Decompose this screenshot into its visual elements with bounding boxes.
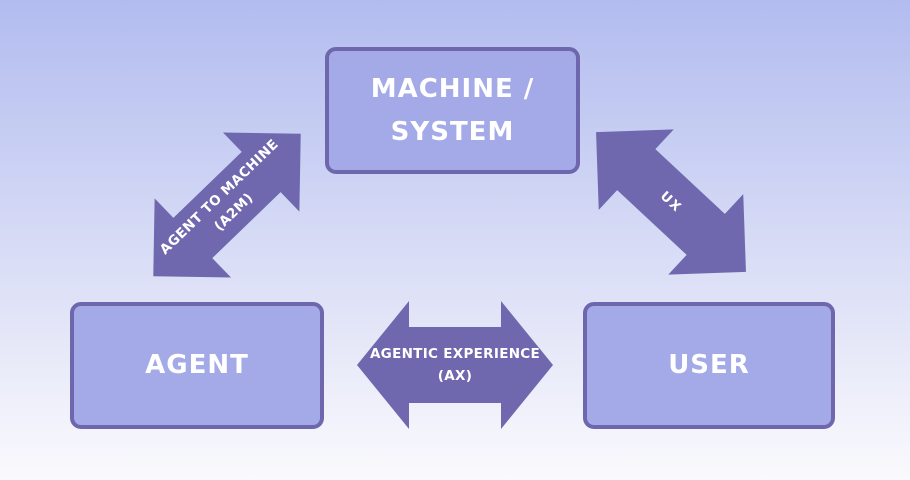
node-user-label: USER [668, 350, 750, 381]
node-machine-system: MACHINE / SYSTEM [325, 47, 580, 174]
node-machine-system-label: MACHINE / SYSTEM [370, 74, 535, 147]
double-arrow-shape [596, 129, 746, 275]
node-user: USER [583, 302, 835, 429]
node-agent-label: AGENT [145, 350, 249, 381]
ux-double-arrow-icon: UX [557, 90, 785, 313]
ax-double-arrow-icon: AGENTIC EXPERIENCE (AX) [357, 300, 553, 430]
a2m-double-arrow-icon: AGENT TO MACHINE (A2M) [114, 93, 341, 317]
double-arrow-shape [153, 132, 301, 278]
node-agent: AGENT [70, 302, 324, 429]
double-arrow-shape [357, 301, 553, 429]
